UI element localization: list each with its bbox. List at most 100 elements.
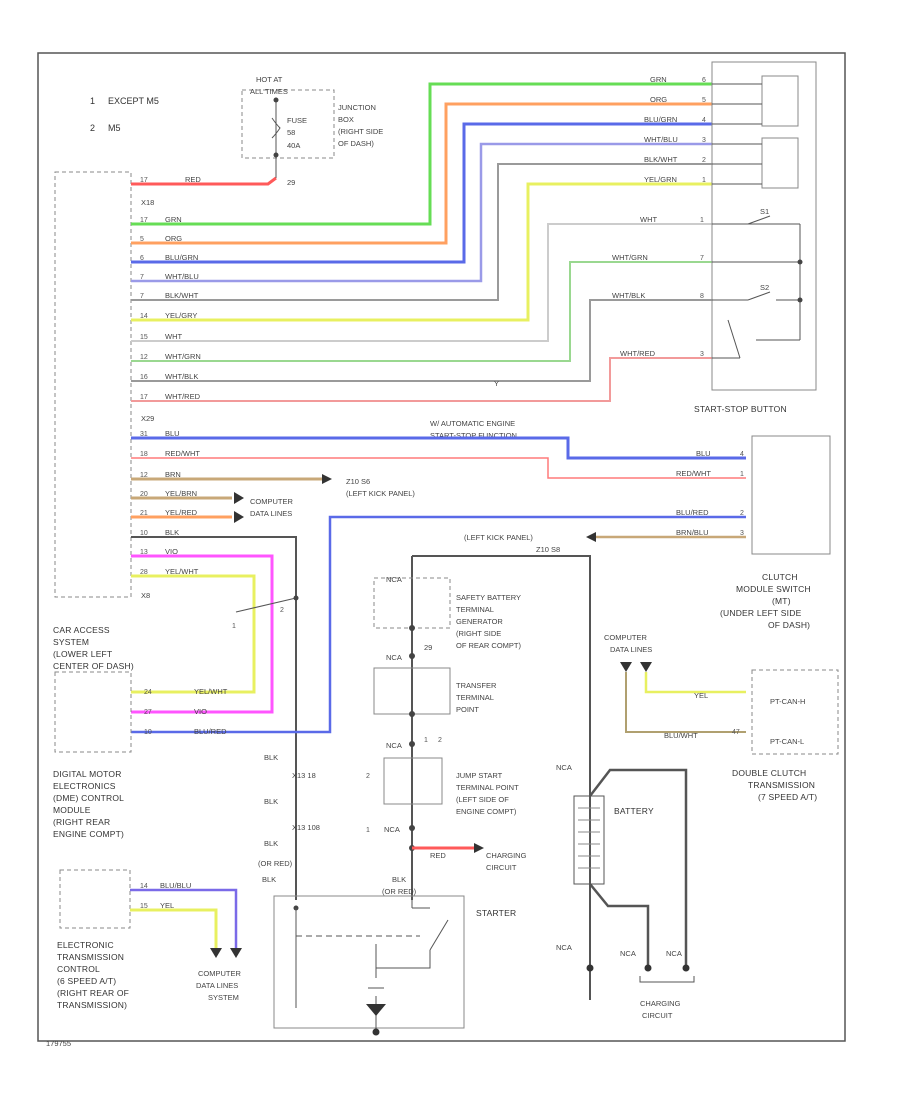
battery-cells <box>578 807 600 869</box>
nca-label: NCA <box>620 949 636 958</box>
note-switch <box>235 597 297 613</box>
cas-row-pin: 14 <box>140 313 148 320</box>
ss-wire-label: BLK/WHT <box>644 155 678 164</box>
ground-arrow <box>322 474 332 484</box>
ss-mid-wire: WHT/RED <box>620 349 656 358</box>
cas-low-pin: 28 <box>140 569 148 576</box>
clutch-line-5: OF DASH) <box>768 620 810 630</box>
cas-row-pin: 16 <box>140 374 148 381</box>
wire-wht-blk <box>131 299 712 382</box>
cas-conn-a: X18 <box>141 198 154 207</box>
ground-ref-1: Z10 S6 <box>346 477 370 486</box>
jump-start-box <box>383 757 443 805</box>
sb-line: (RIGHT SIDE <box>456 629 501 638</box>
cdl-upper-2: DATA LINES <box>250 509 292 518</box>
jb-line-2: BOX <box>338 115 354 124</box>
transfer-line: TRANSFER <box>456 681 497 690</box>
cdl-right-1: COMPUTER <box>604 633 648 642</box>
dc-can-l: PT-CAN-L <box>770 737 804 746</box>
wire-etc-blu <box>130 888 238 948</box>
etc-box <box>59 869 131 929</box>
cas-lower-rows: 31 BLU 18 RED/WHT 12 BRN 20 YEL/BRN 21 Y… <box>140 429 200 576</box>
cas-low-pin: 31 <box>140 431 148 438</box>
fuse-dot-bottom <box>273 152 279 158</box>
dme-line-1: DIGITAL MOTOR <box>53 769 122 779</box>
cas-line-4: CENTER OF DASH) <box>53 661 134 671</box>
fuse-circuit: 29 <box>287 178 295 187</box>
dc-wire1: YEL <box>694 691 708 700</box>
wire-wht <box>131 223 712 342</box>
cas-low-pin: 21 <box>140 510 148 517</box>
cas-box <box>54 171 132 598</box>
sb-line: OF REAR COMPT) <box>456 641 522 650</box>
cas-row-pin: 5 <box>140 236 144 243</box>
splice-mark: Y <box>494 379 499 388</box>
fuse-num: 58 <box>287 128 295 137</box>
wire-blk <box>131 536 297 900</box>
ss-wire-label: GRN <box>650 75 667 84</box>
clutch-wire: BRN/BLU <box>676 528 709 537</box>
wire-yel-gry <box>131 182 712 322</box>
nca-label: NCA <box>386 741 402 750</box>
starter-motor <box>376 950 431 969</box>
cas-low-wire: YEL/BRN <box>165 489 197 498</box>
dme-line-4: MODULE <box>53 805 91 815</box>
wire-etc-yel <box>130 908 218 948</box>
starter-switch <box>429 919 449 951</box>
dme-pin: 10 <box>144 729 152 736</box>
ground-symbol <box>366 1004 386 1016</box>
cas-row-pin: 6 <box>140 255 144 262</box>
junction-dot <box>409 825 415 831</box>
ss-wire-label: BLU/GRN <box>644 115 677 124</box>
blk-1: BLK <box>264 753 278 762</box>
dme-wire: YEL/WHT <box>194 687 228 696</box>
cas-line-2: SYSTEM <box>53 637 89 647</box>
starter-coil <box>368 944 384 989</box>
cas-low-wire: BLK <box>165 528 179 537</box>
ss-wire-label: ORG <box>650 95 667 104</box>
ss-mid-wire: WHT/BLK <box>612 291 645 300</box>
cas-line-1: CAR ACCESS <box>53 625 110 635</box>
cas-row-wire: WHT <box>165 332 182 341</box>
pin-label: 2 <box>438 737 442 744</box>
fuse-dot-top <box>273 97 279 103</box>
starter-label: STARTER <box>476 908 516 918</box>
etc-pin: 14 <box>140 883 148 890</box>
kick-arrow <box>586 532 596 542</box>
etc-line-2: TRANSMISSION <box>57 952 124 962</box>
clutch-pin: 3 <box>740 530 744 537</box>
cas-row-pin: 15 <box>140 334 148 341</box>
pin-label: 1 <box>424 737 428 744</box>
cdls-1: COMPUTER <box>198 969 242 978</box>
junction-dot <box>409 625 415 631</box>
cas-low-wire: BLU <box>165 429 180 438</box>
ground-dot <box>372 1028 380 1036</box>
nca-label: NCA <box>556 763 572 772</box>
start-stop-label: START-STOP BUTTON <box>694 404 787 414</box>
etc-line-3: CONTROL <box>57 964 100 974</box>
wire-battery-main <box>412 555 591 1000</box>
double-clutch-box <box>751 669 839 755</box>
cas-row-wire: WHT/BLU <box>165 272 199 281</box>
js-num: 2 <box>366 773 370 780</box>
wire-wht-blu <box>131 142 712 283</box>
wire-vio <box>131 554 274 714</box>
cas-low-pin: 12 <box>140 472 148 479</box>
cas-low-pin: 18 <box>140 451 148 458</box>
cas-top-pin: 17 <box>140 177 148 184</box>
junction-dot <box>409 741 415 747</box>
x13-18: X13 18 <box>292 771 316 780</box>
cas-row-wire: YEL/GRY <box>165 311 197 320</box>
data-arrow <box>620 662 632 672</box>
or-red-2: (OR RED) <box>382 887 417 896</box>
start-stop-switches <box>712 215 801 359</box>
wire-red-wht <box>131 457 746 479</box>
cdls-3: SYSTEM <box>208 993 239 1002</box>
jb-line-1: JUNCTION <box>338 103 376 112</box>
junction-dot <box>293 595 299 601</box>
junction-dot <box>797 259 803 265</box>
wire-blk-wht <box>131 163 712 301</box>
ss-s2-label: S2 <box>760 283 769 292</box>
cas-rows: 17 GRN 5 ORG 6 BLU/GRN 7 WHT/BLU 7 BLK/W… <box>140 215 201 401</box>
cas-row-wire: BLU/GRN <box>165 253 198 262</box>
